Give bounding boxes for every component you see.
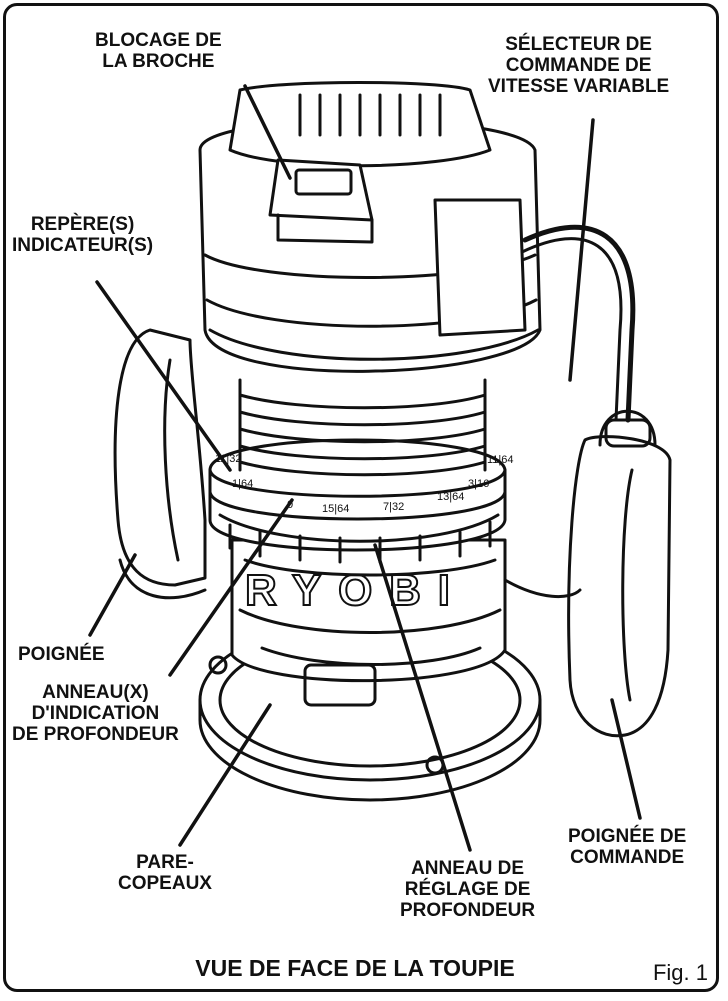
threaded-column xyxy=(238,378,487,477)
router-motor-housing xyxy=(230,538,507,707)
depth-indicator-ring-shape xyxy=(208,438,507,564)
leader-depth-ring xyxy=(168,498,294,677)
label-handle: POIGNÉE xyxy=(18,644,105,665)
figure-number: Fig. 1 xyxy=(652,960,708,985)
leader-spindle-lock xyxy=(243,84,292,180)
scale-mark: 7|32 xyxy=(383,501,404,513)
scale-mark: 1|64 xyxy=(232,478,253,490)
control-handle-shape xyxy=(503,409,672,738)
leader-control-handle xyxy=(610,698,642,820)
leader-chip-shield xyxy=(178,703,272,847)
left-handle-shape xyxy=(113,328,207,600)
scale-mark: 3|16 xyxy=(468,478,489,490)
router-top-housing xyxy=(198,81,542,373)
power-cord xyxy=(520,224,636,423)
scale-mark: 11|32 xyxy=(215,453,242,465)
label-indicator-marks: REPÈRE(S)INDICATEUR(S) xyxy=(12,214,154,256)
figure-frame xyxy=(3,3,719,992)
leader-depth-adjust xyxy=(373,543,472,852)
leader-indicator-marks xyxy=(95,280,232,472)
figure-caption: VUE DE FACE DE LA TOUPIE xyxy=(195,955,515,981)
spindle-lock-button xyxy=(268,158,374,244)
scale-mark: 15|64 xyxy=(322,503,349,515)
leader-lines xyxy=(88,84,642,852)
scale-mark: 13|64 xyxy=(437,491,464,503)
scale-mark: 11|64 xyxy=(487,454,514,466)
leader-speed-selector xyxy=(568,118,595,382)
label-chip-shield: PARE-COPEAUX xyxy=(118,852,212,894)
depth-scale: 11|32 1|64 0 15|64 7|32 13|64 3|16 11|64 xyxy=(215,453,514,515)
scale-mark: 0 xyxy=(287,499,293,511)
leader-handle xyxy=(88,553,137,637)
